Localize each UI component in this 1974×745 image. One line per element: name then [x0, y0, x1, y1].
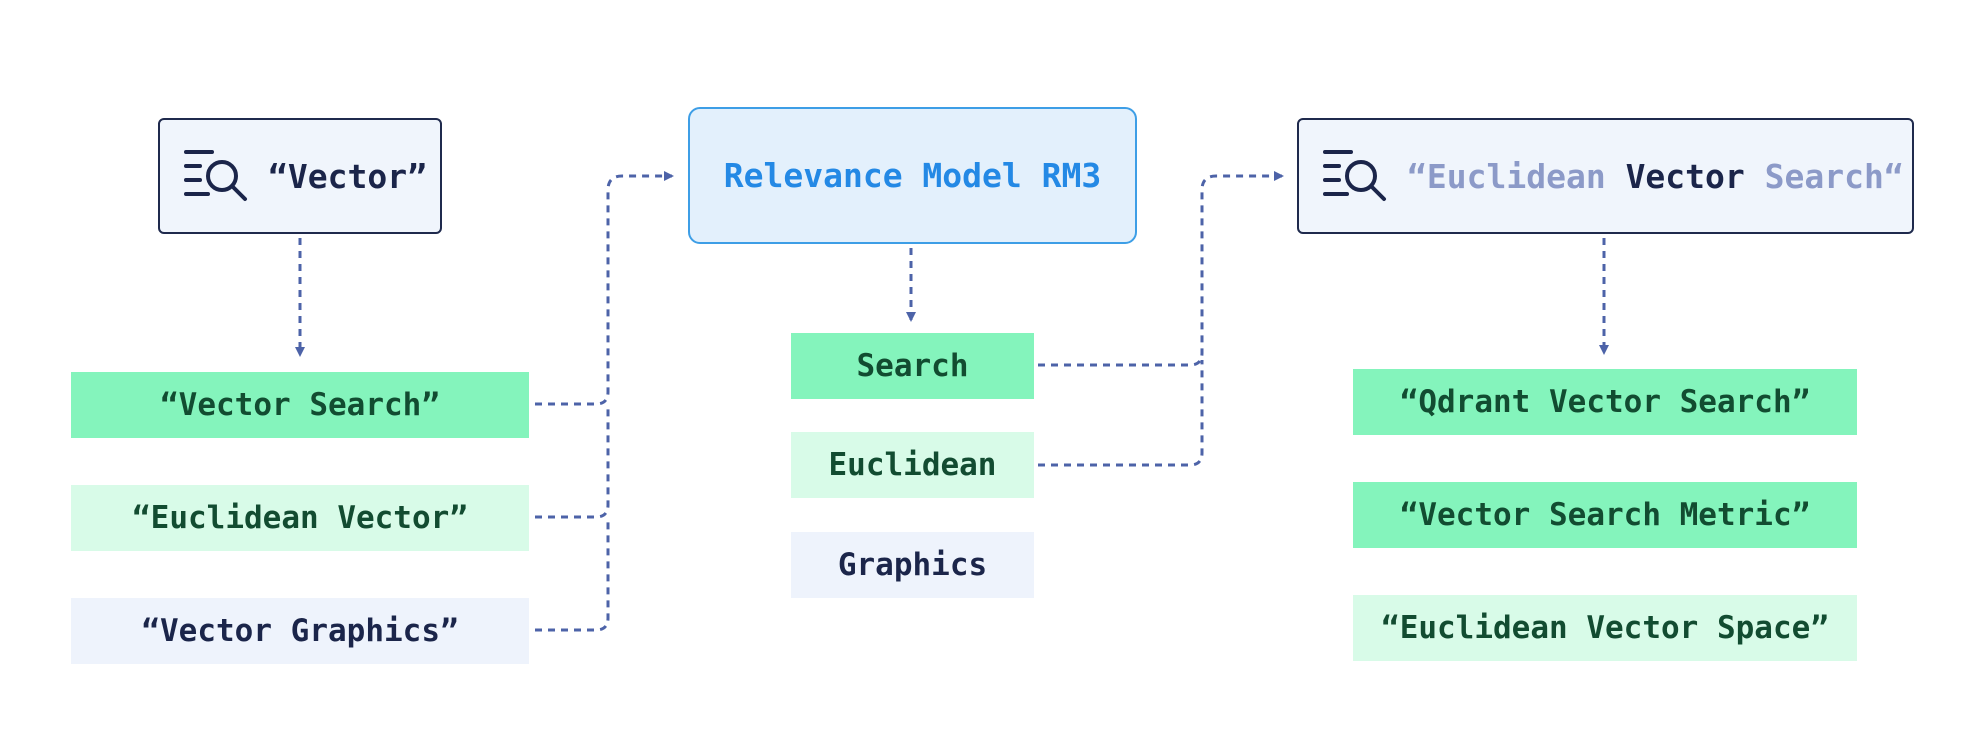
original-query-text: “Vector”	[268, 156, 427, 196]
query-word-vector: Vector	[1625, 156, 1745, 196]
term-graphics: Graphics	[791, 532, 1034, 598]
line-euclidean-to-query	[1038, 360, 1204, 467]
line-search-to-query	[1038, 171, 1284, 367]
original-query-box: “Vector”	[158, 118, 442, 234]
search-list-icon	[184, 150, 247, 201]
open-quote: “	[1407, 156, 1427, 196]
result-qdrant-vector-search: “Qdrant Vector Search”	[1353, 369, 1857, 435]
query-word-search: Search	[1764, 156, 1884, 196]
line-vector-graphics-to-model	[535, 517, 610, 632]
result-vector-search-metric: “Vector Search Metric”	[1353, 482, 1857, 548]
term-search: Search	[791, 333, 1034, 399]
line-vector-search-to-model	[535, 171, 674, 406]
line-euclidean-vector-to-model	[535, 404, 610, 519]
result-vector-graphics: “Vector Graphics”	[71, 598, 529, 664]
result-vector-search: “Vector Search”	[71, 372, 529, 438]
result-euclidean-vector-space: “Euclidean Vector Space”	[1353, 595, 1857, 661]
query-word-euclidean: Euclidean	[1426, 156, 1606, 196]
close-quote: “	[1883, 156, 1904, 196]
expanded-query-box: “Euclidean Vector Search“	[1297, 118, 1914, 234]
relevance-model-box: Relevance Model RM3	[688, 107, 1137, 244]
expanded-query-text: “Euclidean Vector Search“	[1407, 157, 1904, 196]
term-euclidean: Euclidean	[791, 432, 1034, 498]
search-list-icon	[1323, 150, 1386, 201]
result-euclidean-vector: “Euclidean Vector”	[71, 485, 529, 551]
